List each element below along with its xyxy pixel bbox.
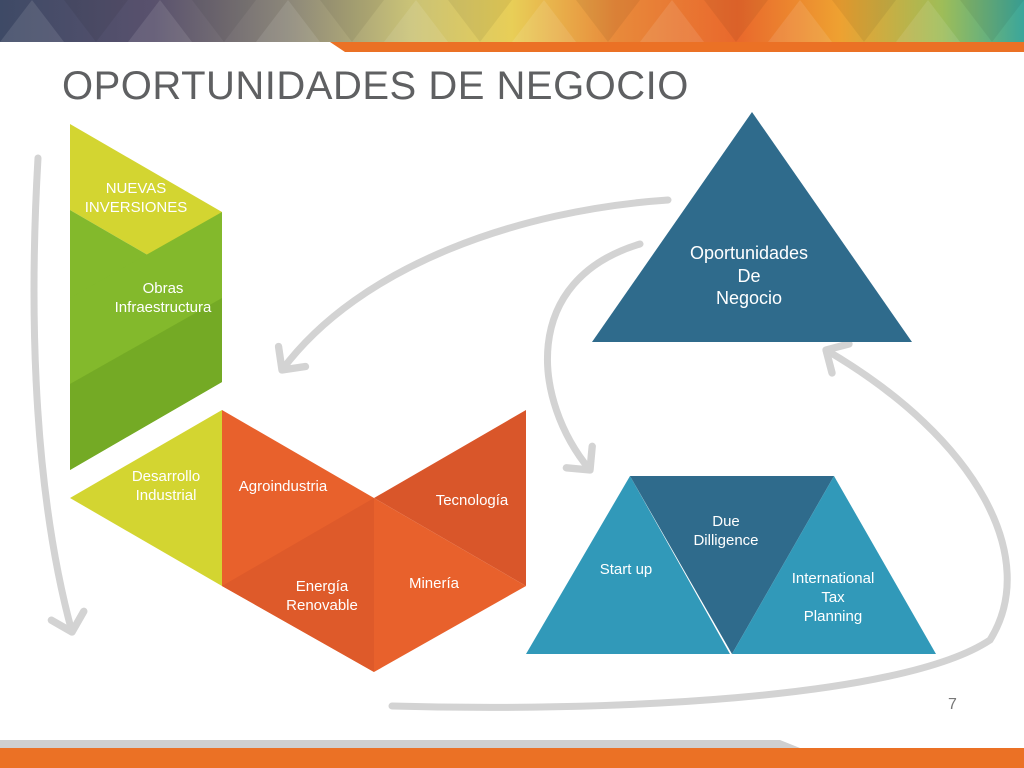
services-triangle [526,476,936,654]
mineria-label: Minería [408,575,460,592]
tecnologia-shape [374,410,526,586]
energia-renovable-label: Energía Renovable [286,578,358,614]
agroindustria-label: Agroindustria [238,478,328,495]
inversiones-shade [70,298,222,470]
nuevas-inversiones-label: NUEVAS INVERSIONES [84,180,188,216]
inversiones-column [70,124,222,470]
tecnologia-label: Tecnología [435,492,509,509]
due-diligence-label: Due Dilligence [693,513,759,549]
start-up-shape [526,476,730,654]
arrow-left-down [30,154,88,636]
top-banner [0,0,1024,42]
bottom-gray-bar [0,740,800,748]
international-tax-label: International Tax Planning [791,570,875,625]
obras-infraestructura-label: Obras Infraestructura [114,280,212,316]
bottom-bars [0,740,1024,768]
international-tax-shape [732,476,936,654]
industry-cluster [70,410,526,672]
arrow-triangle-to-services [544,240,644,474]
desarrollo-industrial-shape [70,410,222,586]
arrow-triangle-to-cluster [274,196,672,374]
oportunidades-triangle [592,112,912,342]
start-up-label: Start up [599,561,653,578]
bottom-orange-bar [0,748,1024,768]
due-diligence-shape [630,476,834,654]
page-number: 7 [948,696,957,713]
mineria-shape [374,498,526,672]
slide-title: OPORTUNIDADES DE NEGOCIO [62,64,689,108]
arrow-bottom-loop [388,340,1011,711]
oportunidades-label: Oportunidades De Negocio [689,243,809,308]
energia-renovable-shape [222,498,374,672]
top-orange-stripe [330,42,1024,52]
desarrollo-industrial-label: Desarrollo Industrial [131,468,201,504]
inversiones-divider [70,212,222,384]
